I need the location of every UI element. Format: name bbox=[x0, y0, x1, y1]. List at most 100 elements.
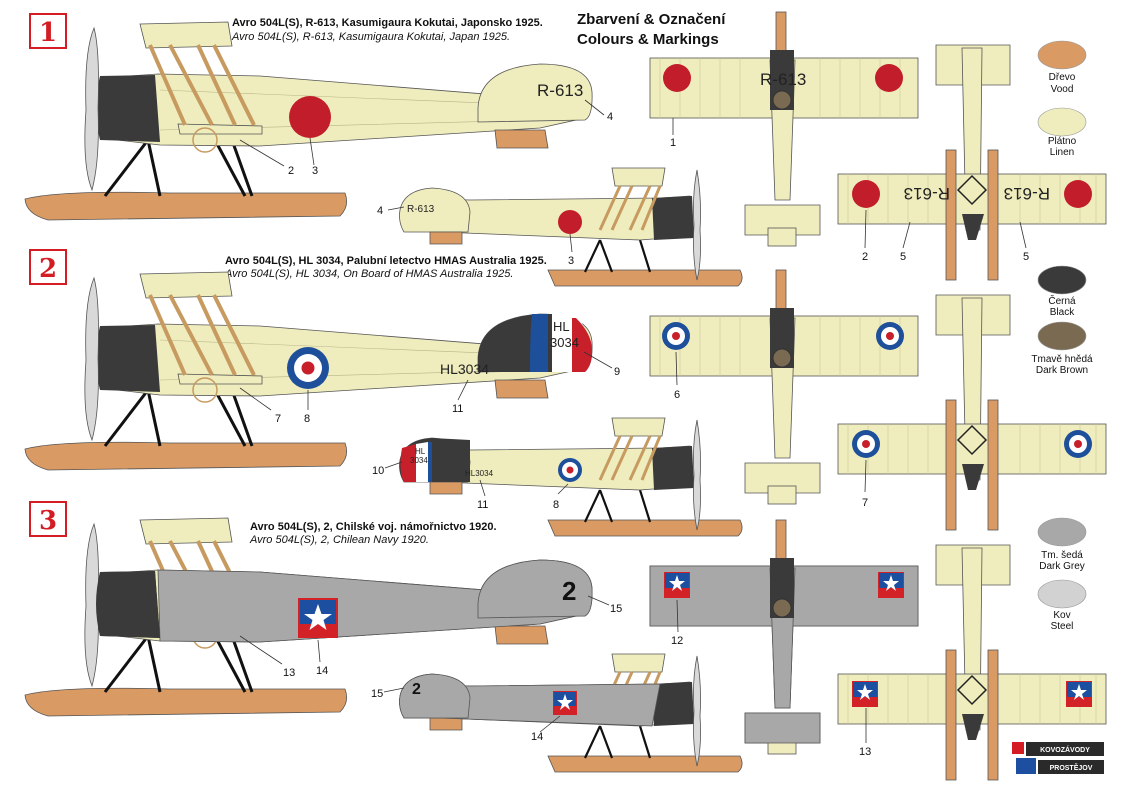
scheme-2-top-view bbox=[649, 269, 919, 505]
logo-text-bottom: PROSTĚJOV bbox=[1050, 763, 1093, 772]
callout-4: 4 bbox=[607, 111, 613, 123]
swatch-dark-brown-en: Dark Brown bbox=[1036, 365, 1088, 376]
scheme-2-small-rudder-hl: HL bbox=[415, 447, 426, 456]
scheme-3-title-en: Avro 504L(S), 2, Chilean Navy 1920. bbox=[249, 534, 429, 546]
callout-2-bottom: 2 bbox=[862, 251, 868, 263]
scheme-2-callouts: 6 7 7 8 8 9 10 11 11 bbox=[239, 351, 868, 511]
scheme-2-side-view-large: HL 3034 HL3034 bbox=[23, 270, 595, 472]
scheme-1: 1 Avro 504L(S), R-613, Kasumigaura Kokut… bbox=[23, 11, 1107, 288]
callout-7-bottom: 7 bbox=[862, 497, 868, 509]
scheme-1-title-cz: Avro 504L(S), R-613, Kasumigaura Kokutai… bbox=[232, 17, 543, 29]
heading-cz: Zbarvení & Označení bbox=[577, 11, 726, 28]
scheme-3-side-view-small: 2 bbox=[398, 652, 744, 774]
logo-emblem-icon bbox=[1012, 742, 1024, 754]
callout-15-small: 15 bbox=[371, 688, 383, 700]
scheme-2-small-rudder-number: 3034 bbox=[410, 456, 428, 465]
scheme-2-fuselage-serial: HL3034 bbox=[440, 361, 489, 377]
scheme-1-side-view-large: R-613 bbox=[23, 20, 595, 222]
scheme-2-rudder-hl: HL bbox=[553, 319, 570, 334]
logo-text-top: KOVOZÁVODY bbox=[1040, 745, 1090, 754]
swatch-dark-brown-chip bbox=[1037, 321, 1087, 351]
scheme-1-badge: 1 bbox=[29, 13, 67, 49]
swatch-wood-chip bbox=[1037, 40, 1087, 70]
callout-8-small: 8 bbox=[553, 499, 559, 511]
chile-cockade-small bbox=[553, 691, 577, 715]
callout-9: 9 bbox=[614, 366, 620, 378]
scheme-3-title-cz: Avro 504L(S), 2, Chilské voj. námořnictv… bbox=[250, 521, 497, 533]
callout-7: 7 bbox=[275, 413, 281, 425]
heading-en: Colours & Markings bbox=[577, 31, 719, 48]
callout-5-right: 5 bbox=[1023, 251, 1029, 263]
scheme-1-top-wing-serial: R-613 bbox=[760, 70, 806, 89]
callout-6: 6 bbox=[674, 389, 680, 401]
roundel-top-left bbox=[662, 322, 690, 350]
scheme-3-top-view bbox=[649, 519, 919, 755]
roundel-bottom-right bbox=[1064, 430, 1092, 458]
sheet-heading: Zbarvení & Označení Colours & Markings bbox=[577, 11, 726, 48]
callout-3-small: 3 bbox=[568, 255, 574, 267]
callout-2: 2 bbox=[288, 165, 294, 177]
swatch-black-chip bbox=[1037, 265, 1087, 295]
scheme-1-small-fin-serial: R-613 bbox=[407, 204, 435, 215]
swatch-wood: Dřevo Vood bbox=[1037, 40, 1087, 95]
swatch-linen-cz: Plátno bbox=[1048, 136, 1077, 147]
chile-cockade-top-left bbox=[664, 572, 690, 598]
callout-14-small: 14 bbox=[531, 731, 543, 743]
scheme-2-small-fuselage-serial: HL3034 bbox=[465, 469, 494, 478]
swatch-dark-brown-cz: Tmavě hnědá bbox=[1031, 354, 1093, 365]
callout-1: 1 bbox=[670, 137, 676, 149]
swatch-linen: Plátno Linen bbox=[1037, 107, 1087, 158]
swatch-steel: Kov Steel bbox=[1037, 579, 1087, 632]
callout-13-bottom: 13 bbox=[859, 746, 871, 758]
swatch-dark-grey: Tm. šedá Dark Grey bbox=[1037, 517, 1087, 572]
scheme-3-fin-number: 2 bbox=[562, 576, 576, 606]
callout-4-small: 4 bbox=[377, 205, 383, 217]
chile-cockade-bottom-right bbox=[1066, 681, 1092, 707]
swatch-black-en: Black bbox=[1050, 307, 1075, 318]
scheme-1-fin-serial: R-613 bbox=[537, 81, 583, 100]
callout-8: 8 bbox=[304, 413, 310, 425]
swatch-steel-en: Steel bbox=[1051, 621, 1074, 632]
swatch-dark-brown: Tmavě hnědá Dark Brown bbox=[1031, 321, 1093, 376]
swatch-wood-cz: Dřevo bbox=[1049, 72, 1076, 83]
swatch-wood-en: Vood bbox=[1051, 84, 1074, 95]
callout-3: 3 bbox=[312, 165, 318, 177]
scheme-2-bottom-view bbox=[837, 294, 1107, 531]
scheme-2-side-view-small: HL 3034 HL3034 bbox=[398, 416, 744, 538]
callout-10: 10 bbox=[372, 465, 384, 477]
swatch-dark-grey-cz: Tm. šedá bbox=[1041, 550, 1083, 561]
scheme-3-badge: 3 bbox=[29, 501, 67, 537]
callout-14: 14 bbox=[316, 665, 328, 677]
colour-legend: Dřevo Vood Plátno Linen Černá Black Tmav… bbox=[1031, 40, 1093, 632]
chile-cockade-top-right bbox=[878, 572, 904, 598]
scheme-1-callouts: 1 2 2 3 3 4 4 5 5 bbox=[239, 99, 1029, 267]
swatch-steel-chip bbox=[1037, 579, 1087, 609]
swatch-linen-chip bbox=[1037, 107, 1087, 137]
scheme-2-rudder-number: 3034 bbox=[550, 335, 579, 350]
roundel-top-right bbox=[876, 322, 904, 350]
callout-5-left: 5 bbox=[900, 251, 906, 263]
scheme-1-bottom-view: R-613 R-613 bbox=[837, 44, 1107, 281]
scheme-1-side-view-small: R-613 bbox=[398, 166, 744, 288]
swatch-steel-cz: Kov bbox=[1053, 610, 1070, 621]
roundel-bottom-left bbox=[852, 430, 880, 458]
chile-cockade-large bbox=[298, 598, 338, 638]
scheme-2-title-cz: Avro 504L(S), HL 3034, Palubní letectvo … bbox=[225, 255, 547, 267]
swatch-dark-grey-chip bbox=[1037, 517, 1087, 547]
chile-cockade-bottom-left bbox=[852, 681, 878, 707]
swatch-linen-en: Linen bbox=[1050, 147, 1074, 158]
scheme-2-badge-number: 2 bbox=[39, 254, 57, 284]
callout-11-small: 11 bbox=[477, 499, 488, 511]
callout-13: 13 bbox=[283, 667, 295, 679]
callout-12: 12 bbox=[671, 635, 683, 647]
scheme-3-bottom-view bbox=[837, 544, 1107, 781]
swatch-black-cz: Černá bbox=[1048, 294, 1076, 307]
swatch-dark-grey-en: Dark Grey bbox=[1039, 561, 1085, 572]
scheme-3-callouts: 12 13 13 14 14 15 15 bbox=[239, 595, 871, 758]
callout-11: 11 bbox=[452, 403, 463, 415]
scheme-1-under-wing-serial-left: R-613 bbox=[904, 184, 950, 203]
scheme-2-badge: 2 bbox=[29, 249, 67, 285]
scheme-1-badge-number: 1 bbox=[39, 18, 57, 48]
callout-15: 15 bbox=[610, 603, 622, 615]
